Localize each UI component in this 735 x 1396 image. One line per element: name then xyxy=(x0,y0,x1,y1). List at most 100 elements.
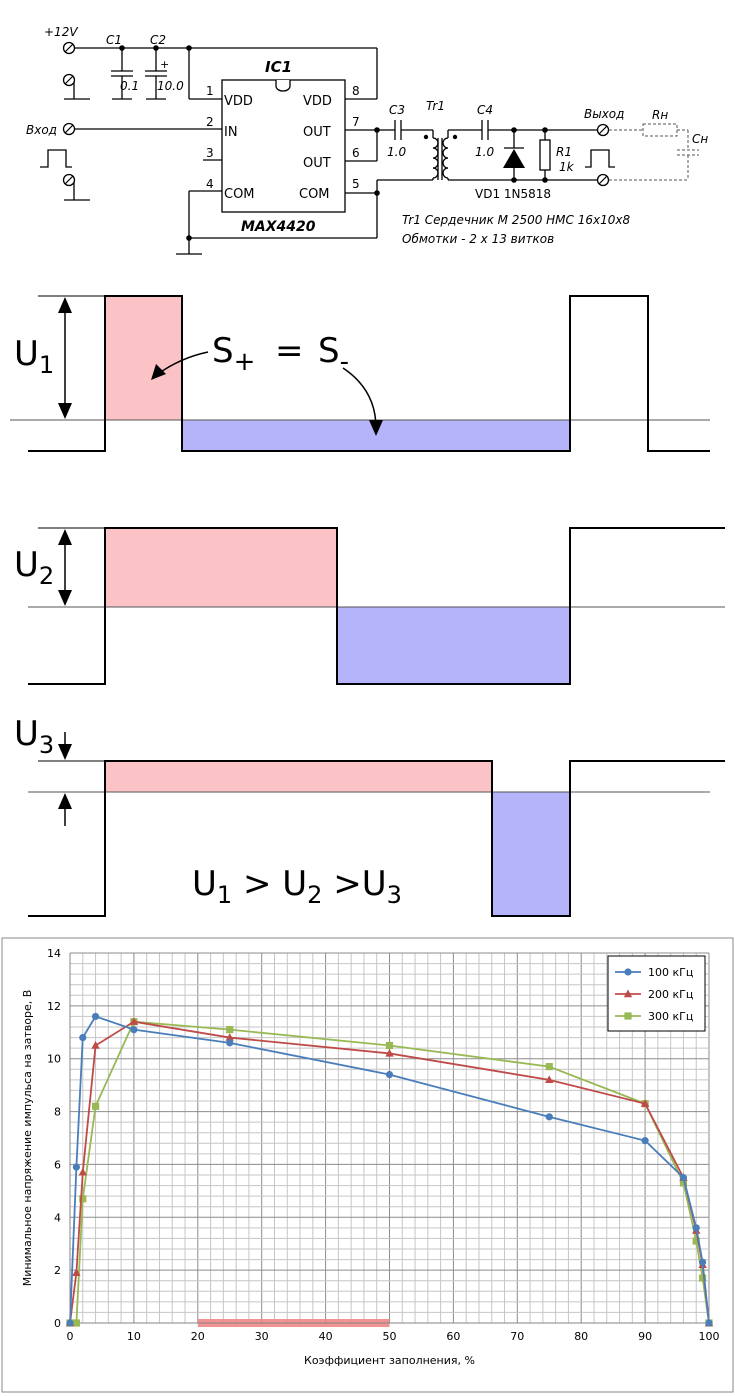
data-point xyxy=(679,1174,688,1182)
pin-7-num: 7 xyxy=(352,115,360,129)
y-tick-label: 12 xyxy=(47,1000,61,1013)
positive-area-2 xyxy=(105,528,337,607)
equals-sign: = xyxy=(275,331,304,371)
driver-schematic: +12V Вход Выход C1 0.1 C2 + 10.0 C3 1.0 … xyxy=(26,25,708,255)
data-point xyxy=(679,1179,688,1187)
pin-8-label: VDD xyxy=(303,94,332,109)
data-point xyxy=(226,1026,234,1034)
u1-label: U1 xyxy=(14,334,54,379)
data-point xyxy=(692,1224,700,1232)
voltage-relation: U1 > U2 >U3 xyxy=(192,864,402,909)
pin-2-num: 2 xyxy=(206,115,214,129)
pin-3-num: 3 xyxy=(206,146,214,160)
data-point xyxy=(385,1041,394,1050)
r1-name: R1 xyxy=(556,145,572,159)
data-point xyxy=(692,1237,700,1245)
data-point xyxy=(640,1099,650,1107)
c1-value: 0.1 xyxy=(120,79,139,93)
x-tick-label: 80 xyxy=(574,1330,588,1343)
data-point xyxy=(641,1137,649,1145)
data-point xyxy=(72,1319,80,1327)
pin-4-label: COM xyxy=(224,187,255,202)
y-tick-label: 4 xyxy=(54,1211,61,1224)
chart-grid xyxy=(69,952,710,1324)
data-point xyxy=(699,1274,707,1282)
data-point xyxy=(72,1268,81,1276)
data-point xyxy=(545,1075,554,1084)
pin-6-num: 6 xyxy=(352,146,360,160)
ic-part: MAX4420 xyxy=(241,219,316,235)
x-tick-label: 100 xyxy=(699,1330,720,1343)
data-point xyxy=(226,1039,234,1047)
positive-area-3 xyxy=(105,761,492,792)
legend-entry: 100 кГц xyxy=(648,966,693,979)
pin-5-num: 5 xyxy=(352,177,360,191)
x-tick-label: 30 xyxy=(255,1330,269,1343)
c2-polarity: + xyxy=(160,58,169,71)
data-point xyxy=(385,1070,394,1079)
ic-name: IC1 xyxy=(265,58,292,76)
x-tick-label: 60 xyxy=(446,1330,460,1343)
x-tick-label: 70 xyxy=(510,1330,524,1343)
data-point xyxy=(79,1033,87,1042)
c1-name: C1 xyxy=(106,33,122,47)
output-label: Выход xyxy=(584,107,624,121)
u2-label: U2 xyxy=(14,545,54,590)
input-label: Вход xyxy=(26,123,57,137)
pin-7-label: OUT xyxy=(303,125,331,140)
c3-name: C3 xyxy=(389,103,405,117)
negative-area-2 xyxy=(337,607,570,684)
y-tick-label: 2 xyxy=(54,1264,61,1277)
pin-8-num: 8 xyxy=(352,84,360,98)
r1-value: 1k xyxy=(559,160,575,174)
waveform-panel-2: U2 xyxy=(14,527,725,685)
x-axis-label: Коэффициент заполнения, % xyxy=(304,1354,475,1367)
note-windings: Обмотки - 2 х 13 витков xyxy=(402,232,554,246)
c3-value: 1.0 xyxy=(387,145,406,159)
s-plus-label: S+ xyxy=(212,331,255,377)
data-point xyxy=(545,1063,553,1071)
u3-label: U3 xyxy=(14,714,54,759)
supply-label: +12V xyxy=(44,25,78,39)
pin-5-label: COM xyxy=(299,187,330,202)
x-tick-label: 50 xyxy=(383,1330,397,1343)
series xyxy=(66,1012,713,1327)
load-capacitor-label: Cн xyxy=(692,132,708,146)
data-point xyxy=(66,1319,74,1327)
waveform-panel-3: U3 U1 > U2 >U3 xyxy=(14,714,725,917)
data-point xyxy=(545,1113,553,1121)
pin-6-label: OUT xyxy=(303,156,331,171)
data-point xyxy=(91,1102,100,1110)
positive-area-1 xyxy=(105,296,182,420)
y-axis-label: Минимальное напряжение импульса на затво… xyxy=(21,990,34,1287)
pin-4-num: 4 xyxy=(206,177,214,191)
y-tick-label: 14 xyxy=(47,947,61,960)
chart-axes xyxy=(69,953,709,1324)
legend-entry: 200 кГц xyxy=(648,988,693,1001)
data-point xyxy=(130,1026,138,1034)
s-minus-label: S- xyxy=(318,331,349,377)
load-resistor-label: Rн xyxy=(652,108,668,122)
data-point xyxy=(78,1167,87,1176)
data-point xyxy=(624,1012,632,1020)
negative-area-3 xyxy=(492,792,570,916)
data-point xyxy=(385,1048,394,1057)
data-point xyxy=(91,1012,100,1021)
data-point xyxy=(79,1195,87,1203)
chart-series xyxy=(65,1012,714,1327)
c2-value: 10.0 xyxy=(157,79,184,93)
note-core: Tr1 Сердечник М 2500 НМС 16х10х8 xyxy=(402,213,630,227)
data-point xyxy=(225,1033,234,1041)
x-tick-label: 40 xyxy=(319,1330,333,1343)
data-point xyxy=(72,1163,80,1171)
data-point xyxy=(699,1258,707,1266)
data-point xyxy=(705,1319,713,1327)
x-tick-label: 10 xyxy=(127,1330,141,1343)
c4-name: C4 xyxy=(477,103,493,117)
data-point xyxy=(91,1041,100,1049)
y-tick-label: 8 xyxy=(54,1106,61,1119)
data-point xyxy=(129,1017,139,1025)
c2-name: C2 xyxy=(150,33,166,47)
